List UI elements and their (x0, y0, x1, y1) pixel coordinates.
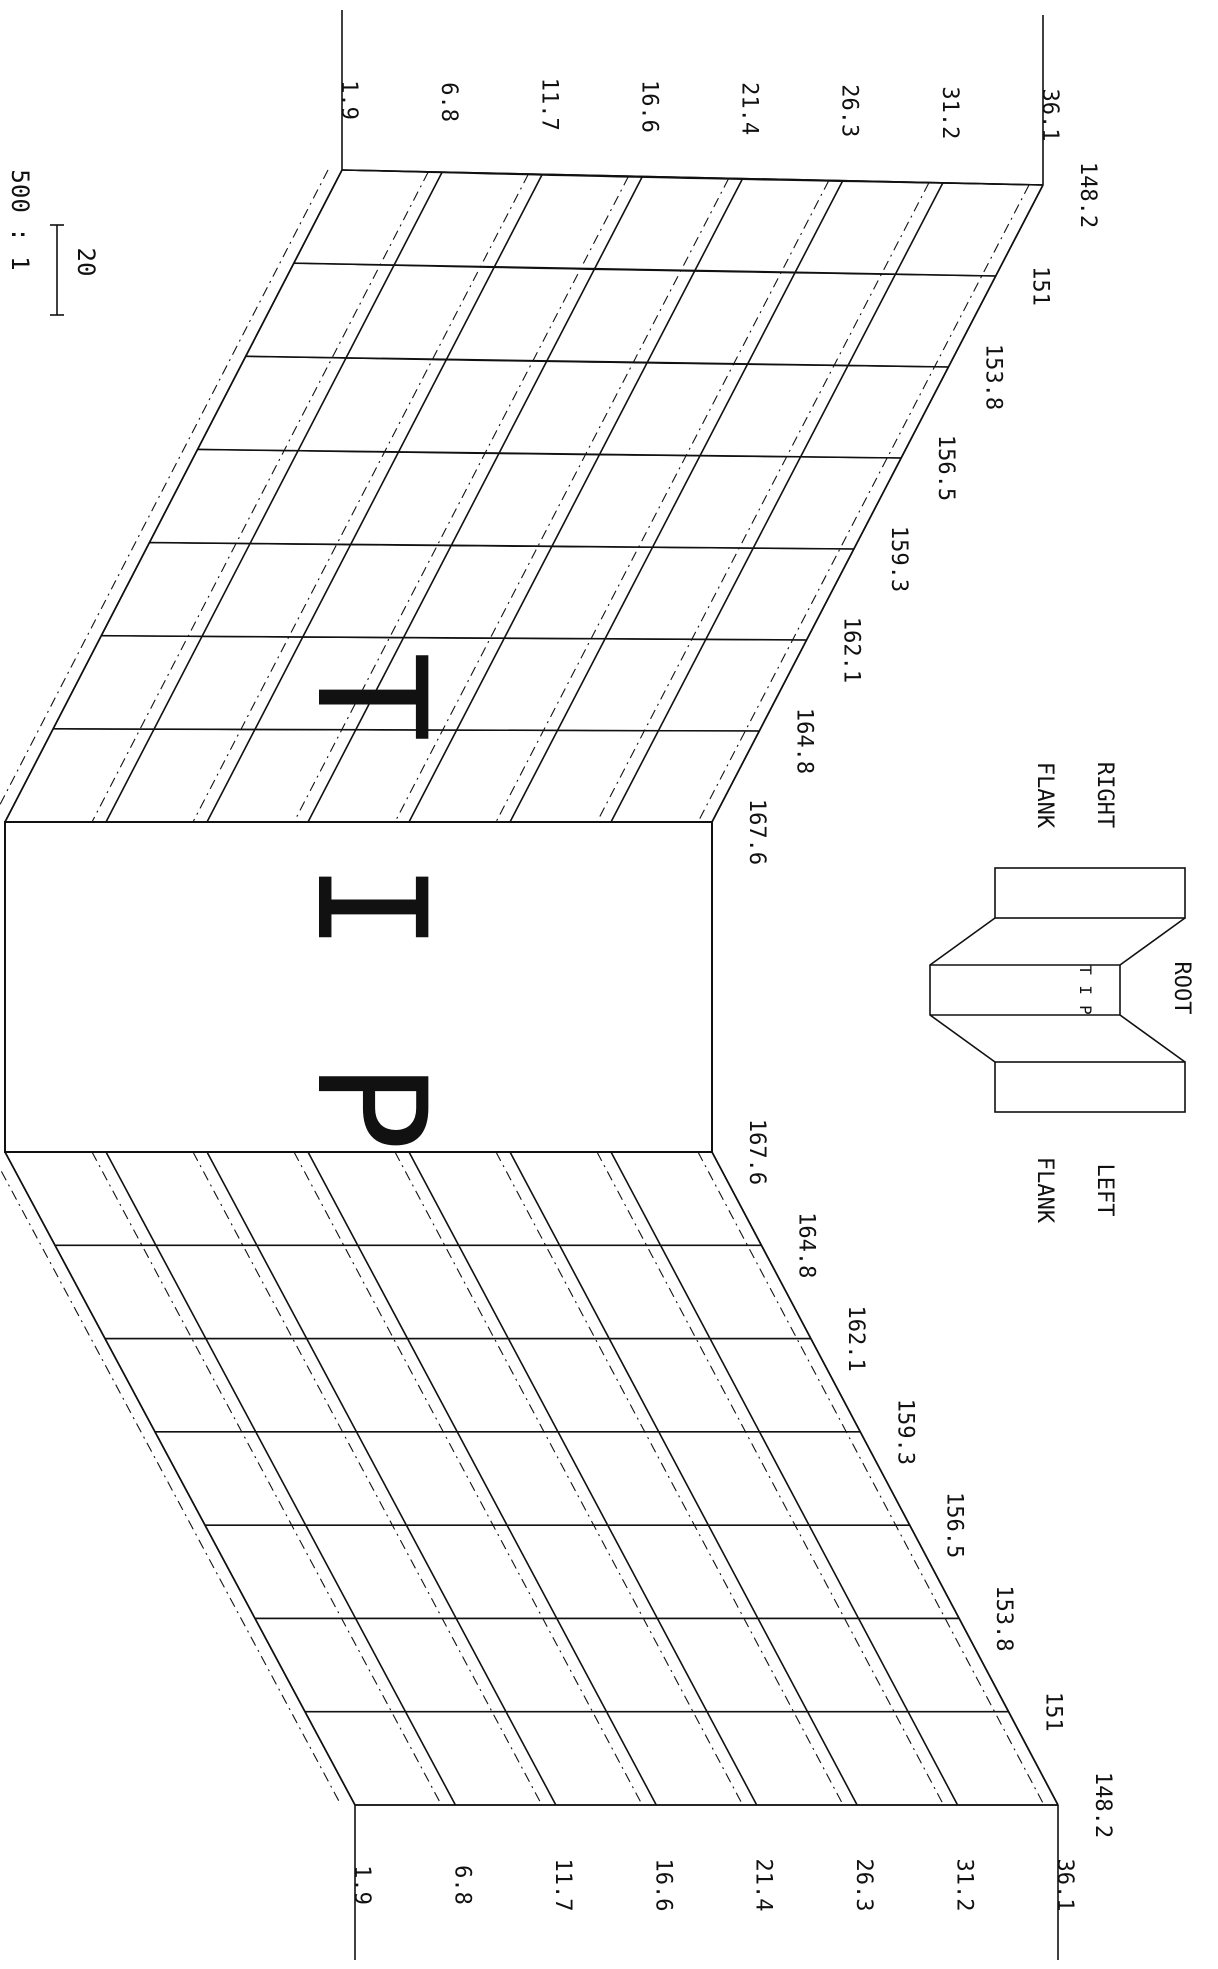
right-flank-profile-label: 167.6 (744, 799, 769, 865)
left-flank-lead-line (408, 1151, 758, 1806)
tip-letter-p: P (283, 1062, 457, 1152)
right-flank-measured-trace (197, 448, 902, 459)
inset-left-label-line1: LEFT (1092, 1164, 1117, 1217)
right-flank-nominal-trace (394, 178, 730, 823)
left-flank-lead-line (610, 1151, 959, 1806)
right-flank-measured-trace (101, 635, 807, 641)
tip-letter-i: I (283, 862, 457, 952)
right-flank-profile-label: 153.8 (980, 344, 1005, 410)
left-flank-nominal-trace (495, 1151, 844, 1806)
right-flank-nominal-trace (697, 184, 1030, 823)
right-flank-lead-line (206, 173, 543, 823)
right-flank-lead-label: 26.3 (837, 84, 862, 137)
inset-right-label-line2: FLANK (1032, 762, 1057, 829)
right-flank-measured-trace (341, 169, 1044, 186)
left-flank-profile-label: 153.8 (991, 1585, 1016, 1651)
left-flank-profile-label: 167.6 (744, 1119, 769, 1185)
tip-letter-t: T (283, 652, 457, 742)
left-flank-lead-line (711, 1151, 1059, 1806)
right-flank-lead-label: 31.2 (937, 86, 962, 139)
right-flank-lead-line (610, 182, 944, 823)
left-flank-lead-line (4, 1151, 356, 1806)
inset-left-label-line2: FLANK (1032, 1157, 1057, 1224)
inset-right-flank-box (994, 867, 1186, 919)
tip-lettering: T I P (283, 652, 457, 1152)
inset-tip-letter-i: I (1076, 985, 1095, 995)
left-flank-lead-labels: 1.9 6.8 11.7 16.6 21.4 26.3 31.2 36.1 (349, 1859, 1077, 1912)
left-flank-lead-label: 16.6 (650, 1859, 675, 1912)
left-flank-lead-line (105, 1151, 457, 1806)
right-flank-profile-label: 156.5 (933, 435, 958, 501)
left-flank-profile-label: 148.2 (1090, 1772, 1115, 1838)
right-flank-lead-labels: 1.9 6.8 11.7 16.6 21.4 26.3 31.2 36.1 (336, 78, 1062, 142)
inset-schematic (929, 867, 1186, 1113)
right-flank-nominal-trace (91, 171, 429, 823)
left-flank-lead-label: 11.7 (550, 1859, 575, 1912)
right-flank-lead-label: 16.6 (636, 80, 661, 133)
right-flank-lead-line (105, 171, 443, 823)
right-flank-measured-trace (293, 262, 996, 277)
left-flank-profile-labels: 167.6 164.8 162.1 159.3 156.5 153.8 151 148.2 (744, 1119, 1115, 1838)
right-flank-lead-line (509, 180, 844, 823)
right-flank-surface (0, 10, 1044, 823)
right-flank-profile-labels: 148.2 151 153.8 156.5 159.3 162.1 164.8 167.6 (744, 162, 1100, 865)
right-flank-lead-label: 11.7 (536, 78, 561, 131)
tip-block: T I P (4, 652, 713, 1153)
left-flank-profile-label: 159.3 (892, 1399, 917, 1465)
left-flank-surface (0, 1151, 1059, 1960)
inset-root-right (1119, 917, 1186, 1063)
left-flank-profile-label: 164.8 (793, 1212, 818, 1278)
left-flank-lead-label: 1.9 (349, 1865, 374, 1905)
right-flank-nominal-trace (0, 169, 329, 806)
left-flank-profile-label: 151 (1041, 1692, 1066, 1732)
right-flank-lead-line (307, 176, 644, 823)
right-flank-lead-label: 1.9 (336, 80, 361, 120)
left-flank-profile-label: 162.1 (843, 1305, 868, 1371)
left-flank-nominal-trace (596, 1151, 945, 1806)
left-flank-profile-label: 156.5 (942, 1492, 967, 1558)
right-flank-nominal-trace (495, 180, 830, 823)
left-flank-lead-line (509, 1151, 858, 1806)
inset-tip-lettering: T I P (1076, 965, 1095, 1015)
right-flank-profile-label: 159.3 (886, 526, 911, 592)
left-flank-lead-label: 26.3 (851, 1859, 876, 1912)
right-flank-lead-line (4, 169, 343, 823)
inset-tip-letter-t: T (1076, 965, 1095, 975)
right-flank-profile-label: 148.2 (1075, 162, 1100, 228)
left-flank-nominal-trace (192, 1151, 543, 1806)
inset-tip-letter-p: P (1076, 1005, 1095, 1015)
scale-bar-value: 20 (72, 248, 100, 277)
left-flank-lead-line (206, 1151, 557, 1806)
right-flank-profile-label: 162.1 (839, 617, 864, 683)
right-flank-nominal-trace (596, 182, 930, 823)
left-flank-lead-label: 31.2 (952, 1859, 977, 1912)
right-flank-measured-trace (149, 541, 854, 550)
left-flank-nominal-trace (394, 1151, 744, 1806)
left-flank-lead-label: 21.4 (751, 1859, 776, 1912)
inset-root-label: ROOT (1169, 962, 1194, 1015)
right-flank-lead-line (711, 184, 1044, 823)
scale-ratio: 500 : 1 (6, 169, 34, 270)
left-flank-nominal-trace (293, 1151, 643, 1806)
left-flank-nominal-trace (91, 1151, 442, 1806)
left-flank-lead-label: 6.8 (449, 1865, 474, 1905)
left-flank-nominal-trace (697, 1151, 1045, 1806)
tip-rectangle (4, 821, 713, 1153)
inset-right-label-line1: RIGHT (1092, 762, 1117, 828)
right-flank-profile-label: 151 (1028, 266, 1053, 306)
right-flank-lead-label: 6.8 (436, 82, 461, 122)
inset-left-flank-box (994, 1061, 1186, 1113)
right-flank-measured-trace (53, 728, 760, 732)
right-flank-lead-line (408, 178, 744, 823)
right-flank-lead-label: 21.4 (737, 82, 762, 135)
scale-bar (50, 224, 64, 316)
left-flank-lead-line (307, 1151, 657, 1806)
right-flank-measured-trace (245, 355, 949, 368)
left-flank-lead-label: 36.1 (1052, 1859, 1077, 1912)
right-flank-lead-label: 36.1 (1037, 89, 1062, 142)
left-flank-nominal-trace (0, 1167, 342, 1806)
right-flank-profile-label: 164.8 (791, 708, 816, 774)
inset-tip-left (929, 917, 996, 1063)
